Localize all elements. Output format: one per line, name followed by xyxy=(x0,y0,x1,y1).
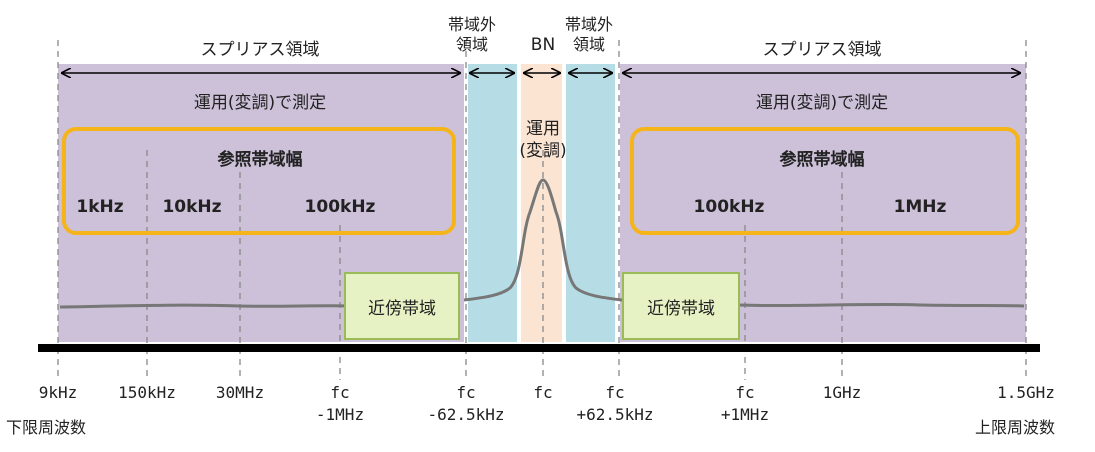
upper-limit-label: 上限周波数 xyxy=(975,418,1056,437)
spurious-label-right: スプリアス領域 xyxy=(762,40,882,60)
ref-bandwidth-box-left xyxy=(62,127,456,235)
tick-fc-minus-1mhz-line2: -1MHz xyxy=(315,405,365,424)
tick-fc-plus-62k-line2: +62.5kHz xyxy=(576,405,654,424)
tick-fc-minus-62k-line2: -62.5kHz xyxy=(427,405,505,424)
tick-1-5ghz-text: 1.5GHz xyxy=(997,383,1055,402)
tick-fc-minus-1mhz-line1: fc xyxy=(330,383,350,402)
bn-label: BN xyxy=(530,35,556,55)
tick-fc: fc xyxy=(523,382,563,404)
ref-value-1mhz: 1MHz xyxy=(893,197,947,217)
tick-9khz: 9kHz xyxy=(18,382,98,404)
tick-fc-plus-62k: fc +62.5kHz xyxy=(560,382,670,426)
measure-label-center-line2: (変調) xyxy=(519,141,567,161)
tick-fc-minus-62k: fc -62.5kHz xyxy=(411,382,521,426)
near-band-label-right: 近傍帯域 xyxy=(647,298,715,319)
lower-limit-label: 下限周波数 xyxy=(6,418,87,437)
oob-label-left: 帯域外 領域 xyxy=(447,15,497,55)
measure-label-right: 運用(変調)で測定 xyxy=(755,93,889,113)
measure-label-center: 運用 (変調) xyxy=(510,118,576,162)
tick-1ghz-text: 1GHz xyxy=(822,383,862,402)
ref-value-1khz: 1kHz xyxy=(76,197,124,217)
guide-lines xyxy=(57,40,1027,380)
tick-1ghz: 1GHz xyxy=(807,382,877,404)
oob-label-left-line1: 帯域外 xyxy=(447,15,496,34)
tick-150khz: 150kHz xyxy=(102,382,192,404)
tick-fc-minus-62k-line1: fc xyxy=(456,383,476,402)
tick-150khz-text: 150kHz xyxy=(118,383,176,402)
tick-fc-text: fc xyxy=(533,383,553,402)
spectrum-curve xyxy=(59,178,1025,309)
measure-label-left: 運用(変調)で測定 xyxy=(193,93,327,113)
ref-value-100khz-left: 100kHz xyxy=(304,197,376,217)
tick-9khz-text: 9kHz xyxy=(38,383,78,402)
near-band-box-right: 近傍帯域 xyxy=(622,272,740,340)
oob-label-right-line2: 領域 xyxy=(572,35,605,54)
tick-30mhz: 30MHz xyxy=(200,382,280,404)
measure-label-center-line1: 運用 xyxy=(526,119,560,139)
frequency-axis xyxy=(38,344,1040,352)
tick-fc-plus-62k-line1: fc xyxy=(605,383,625,402)
ref-bandwidth-title-right: 参照帯域幅 xyxy=(779,150,865,170)
near-band-label-left: 近傍帯域 xyxy=(368,298,436,319)
oob-label-right: 帯域外 領域 xyxy=(562,15,616,55)
oob-label-left-line2: 領域 xyxy=(455,35,488,54)
tick-fc-plus-1mhz: fc +1MHz xyxy=(700,382,790,426)
ref-value-10khz: 10kHz xyxy=(162,197,222,217)
bn-region xyxy=(521,64,562,342)
tick-fc-minus-1mhz: fc -1MHz xyxy=(295,382,385,426)
tick-fc-plus-1mhz-line1: fc xyxy=(735,383,755,402)
ref-value-100khz-right: 100kHz xyxy=(693,197,765,217)
ref-bandwidth-box-right xyxy=(630,127,1020,235)
spurious-label-left: スプリアス領域 xyxy=(200,40,320,60)
tick-1-5ghz: 1.5GHz xyxy=(980,382,1072,404)
oob-label-right-line1: 帯域外 xyxy=(564,15,613,34)
ref-bandwidth-title-left: 参照帯域幅 xyxy=(217,150,303,170)
near-band-box-left: 近傍帯域 xyxy=(344,272,460,340)
tick-30mhz-text: 30MHz xyxy=(215,383,265,402)
tick-fc-plus-1mhz-line2: +1MHz xyxy=(720,405,770,424)
